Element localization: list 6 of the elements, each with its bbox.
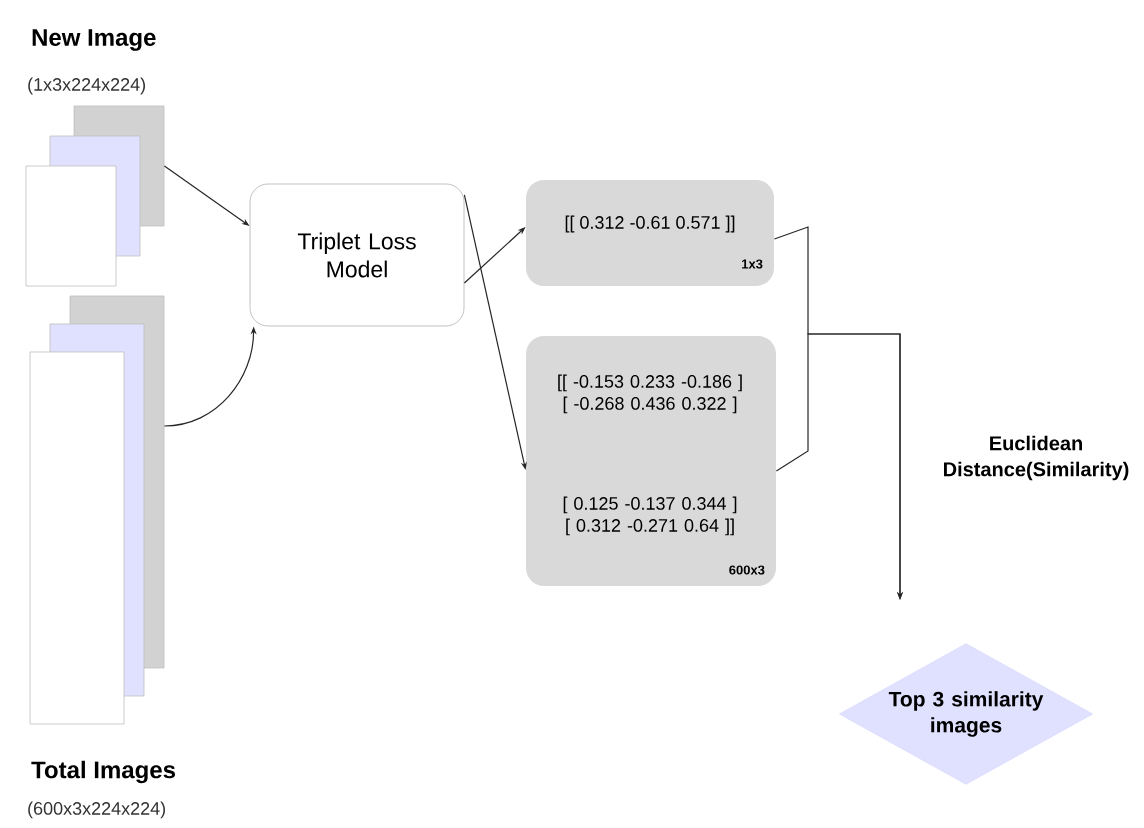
dimension-text: (600x3x224x224) bbox=[28, 801, 166, 819]
edge-label: Euclidean Distance(Similarity) bbox=[924, 433, 1144, 483]
heading: Total Images bbox=[31, 760, 175, 784]
heading: New Image bbox=[32, 29, 156, 51]
model-box: Triplet Loss Model bbox=[249, 183, 465, 327]
dimension-text: (1x3x224x224) bbox=[28, 77, 146, 95]
